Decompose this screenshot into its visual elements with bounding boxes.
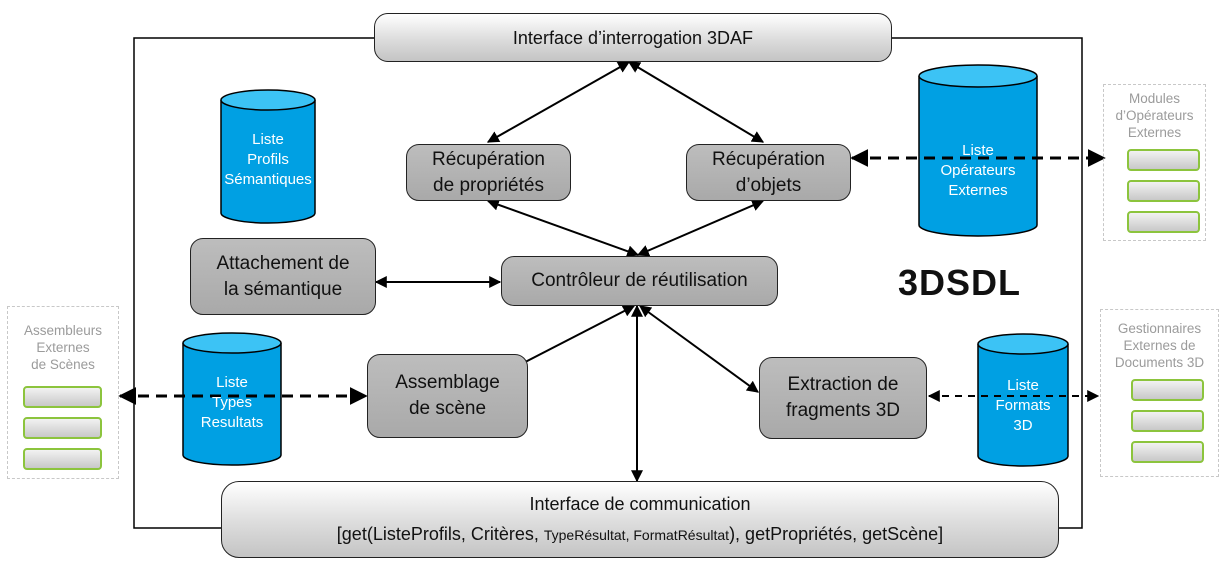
process-fragment-extraction: Extraction de fragments 3D bbox=[759, 357, 927, 439]
external-operators-module bbox=[1103, 84, 1206, 241]
external-title-line: Modules bbox=[1128, 91, 1181, 106]
external-doc-manager-slot bbox=[1131, 379, 1204, 401]
database-label-line: Resultats bbox=[200, 414, 264, 431]
external-operators-title: Modules d’Opérateurs Externes bbox=[1105, 90, 1204, 141]
database-label-line: Formats bbox=[995, 397, 1051, 414]
database-types-label: Liste Types Resultats bbox=[183, 373, 281, 433]
process-label-line: Récupération bbox=[431, 148, 546, 170]
process-label-line: Récupération bbox=[711, 148, 826, 170]
system-name-label: 3DSDL bbox=[898, 262, 1022, 303]
external-title-line: Externes de bbox=[1123, 338, 1196, 353]
external-assembler-slot bbox=[23, 386, 102, 408]
communication-interface-title: Interface de communication bbox=[529, 494, 751, 514]
database-label-line: Externes bbox=[948, 182, 1008, 199]
process-label-line: de propriétés bbox=[433, 174, 544, 196]
external-operator-slot bbox=[1127, 149, 1200, 171]
arrow-query-props bbox=[486, 61, 631, 143]
external-title-line: Gestionnaires bbox=[1117, 321, 1202, 336]
external-title-line: de Scènes bbox=[31, 357, 95, 372]
process-label-line: Extraction de bbox=[787, 374, 899, 395]
external-operator-slot bbox=[1127, 180, 1200, 202]
database-profiles-cylinder bbox=[220, 89, 316, 224]
signature-part-type: TypeRésultat, bbox=[543, 527, 630, 543]
external-assembler-slot bbox=[23, 417, 102, 439]
external-title-line: Documents 3D bbox=[1114, 355, 1205, 370]
database-formats-cylinder bbox=[977, 333, 1069, 467]
signature-part-start: [get(ListeProfils, Critères, bbox=[336, 524, 544, 544]
external-doc-managers-title: Gestionnaires Externes de Documents 3D bbox=[1102, 320, 1217, 371]
process-label-line: d’objets bbox=[735, 174, 802, 196]
database-label-line: Opérateurs bbox=[940, 162, 1016, 179]
arrow-query-objects bbox=[627, 61, 765, 143]
database-label-line: 3D bbox=[1013, 417, 1033, 434]
arrow-props-controller bbox=[486, 199, 640, 257]
database-label-line: Liste bbox=[216, 374, 248, 391]
database-profiles-label: Liste Profils Sémantiques bbox=[221, 130, 315, 190]
external-assemblers-module bbox=[7, 306, 119, 479]
process-reuse-controller: Contrôleur de réutilisation bbox=[501, 256, 778, 306]
database-label-line: Types bbox=[211, 394, 253, 411]
query-interface-label: Interface d’interrogation 3DAF bbox=[512, 27, 754, 48]
process-label-line: la sémantique bbox=[223, 278, 343, 300]
external-assembler-slot bbox=[23, 448, 102, 470]
process-scene-assembly: Assemblage de scène bbox=[367, 354, 528, 438]
database-label-line: Liste bbox=[962, 142, 994, 159]
query-interface-box: Interface d’interrogation 3DAF bbox=[374, 13, 892, 62]
process-label-line: Contrôleur de réutilisation bbox=[531, 270, 748, 291]
external-title-line: Assembleurs bbox=[23, 323, 103, 338]
database-label-line: Liste bbox=[1007, 377, 1039, 394]
process-label-line: Attachement de bbox=[216, 252, 350, 274]
external-title-line: Externes bbox=[1127, 125, 1182, 140]
database-label-line: Liste bbox=[252, 131, 284, 148]
signature-part-end: ), getPropriétés, getScène] bbox=[729, 524, 944, 544]
database-label-line: Sémantiques bbox=[224, 171, 312, 188]
process-label-line: Assemblage bbox=[395, 372, 500, 393]
process-object-retrieval: Récupération d’objets bbox=[686, 144, 851, 201]
communication-interface-box: Interface de communication [get(ListePro… bbox=[221, 481, 1059, 558]
external-doc-manager-slot bbox=[1131, 410, 1204, 432]
database-label-line: Profils bbox=[247, 151, 289, 168]
database-formats-label: Liste Formats 3D bbox=[978, 376, 1068, 436]
arrow-objects-controller bbox=[636, 199, 765, 257]
external-doc-managers-module bbox=[1100, 309, 1219, 477]
communication-interface-signature: [get(ListeProfils, Critères, TypeRésulta… bbox=[337, 519, 943, 550]
external-doc-manager-slot bbox=[1131, 441, 1204, 463]
process-property-retrieval: Récupération de propriétés bbox=[406, 144, 571, 201]
external-assemblers-title: Assembleurs Externes de Scènes bbox=[9, 322, 117, 373]
external-title-line: d’Opérateurs bbox=[1115, 108, 1194, 123]
signature-part-format: FormatRésultat bbox=[629, 527, 730, 543]
external-title-line: Externes bbox=[36, 340, 90, 355]
process-label-line: fragments 3D bbox=[785, 400, 901, 421]
database-operators-label: Liste Opérateurs Externes bbox=[919, 141, 1037, 201]
arrow-controller-extraction bbox=[639, 305, 759, 393]
process-semantic-attachment: Attachement de la sémantique bbox=[190, 238, 376, 315]
external-operator-slot bbox=[1127, 211, 1200, 233]
process-label-line: de scène bbox=[408, 398, 487, 419]
